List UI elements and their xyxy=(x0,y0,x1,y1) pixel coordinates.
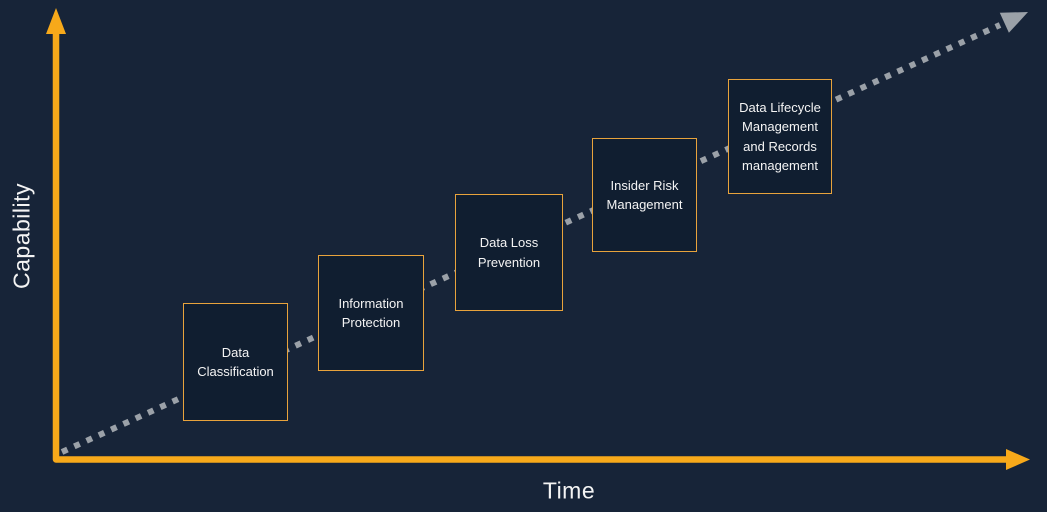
stage-box-insider-risk-management: Insider Risk Management xyxy=(592,138,697,252)
stage-label: Insider Risk Management xyxy=(606,177,683,213)
stage-label: Information Protection xyxy=(338,295,404,331)
x-axis-label: Time xyxy=(542,477,596,504)
stage-label: Data Classification xyxy=(197,344,274,380)
stage-label: Data Lifecycle Management and Records ma… xyxy=(739,99,821,174)
y-axis-arrowhead-icon xyxy=(46,8,66,34)
stage-box-information-protection: Information Protection xyxy=(318,255,424,371)
y-axis-label: Capability xyxy=(8,183,35,289)
stage-box-data-loss-prevention: Data Loss Prevention xyxy=(455,194,563,311)
stage-box-data-lifecycle-management: Data Lifecycle Management and Records ma… xyxy=(728,79,832,194)
x-axis-arrowhead-icon xyxy=(1006,449,1030,470)
axes-lines xyxy=(52,32,1010,463)
trend-arrowhead-icon xyxy=(999,12,1028,33)
stage-box-data-classification: Data Classification xyxy=(183,303,288,421)
stage-label: Data Loss Prevention xyxy=(477,235,541,270)
